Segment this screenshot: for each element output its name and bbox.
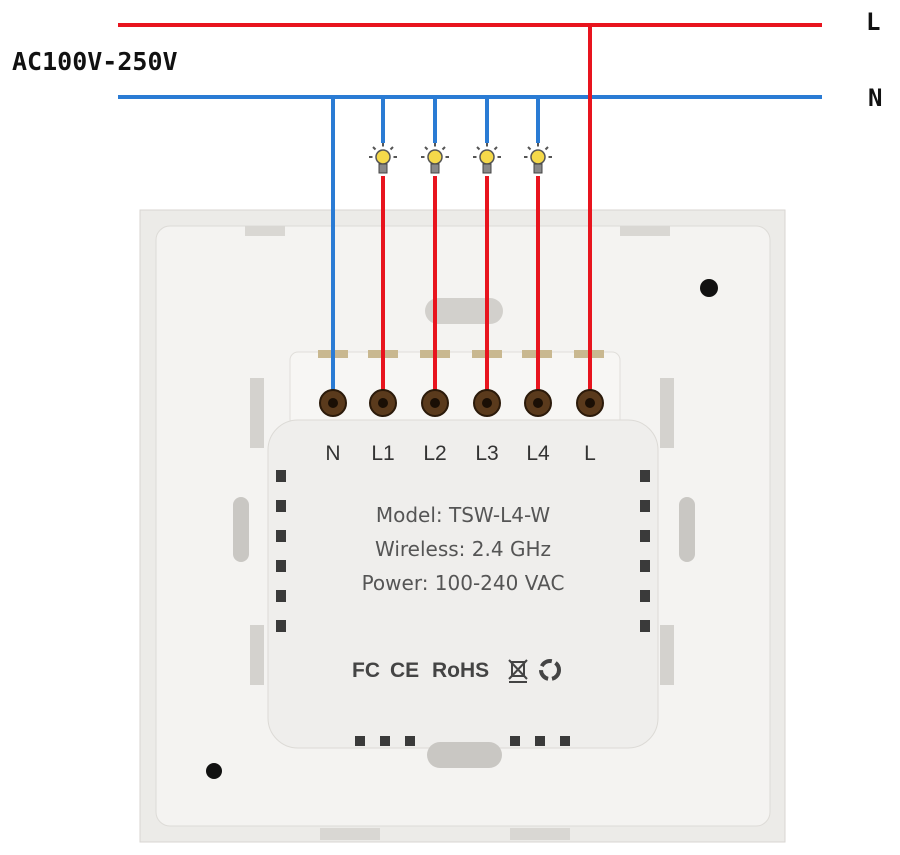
- wireless-text: Wireless: 2.4 GHz: [375, 537, 551, 561]
- light-bulb-icon: [524, 143, 552, 174]
- terminal-label: L4: [526, 442, 550, 465]
- light-bulb-icon: [421, 143, 449, 174]
- line-label: L: [866, 8, 880, 36]
- terminal-block: [289, 350, 621, 428]
- rohs-mark: RoHS: [432, 659, 489, 682]
- voltage-label: AC100V-250V: [12, 47, 178, 76]
- terminal-label: L: [584, 442, 596, 465]
- switch-module: [267, 419, 659, 768]
- terminal-label: L2: [423, 442, 446, 465]
- fcc-mark: FC: [352, 659, 380, 682]
- light-bulb-icon: [473, 143, 501, 174]
- terminal-label: L1: [371, 442, 394, 465]
- model-text: Model: TSW-L4-W: [376, 503, 551, 527]
- mounting-hole: [700, 279, 718, 297]
- terminal-label: N: [325, 442, 340, 465]
- power-text: Power: 100-240 VAC: [362, 571, 565, 595]
- mounting-hole: [206, 763, 222, 779]
- terminal-label: L3: [475, 442, 498, 465]
- weee-bin-icon: [508, 659, 528, 683]
- recycle-icon: [539, 659, 561, 681]
- ce-mark: CE: [390, 659, 419, 682]
- light-bulb-icon: [369, 143, 397, 174]
- neutral-label: N: [868, 84, 882, 112]
